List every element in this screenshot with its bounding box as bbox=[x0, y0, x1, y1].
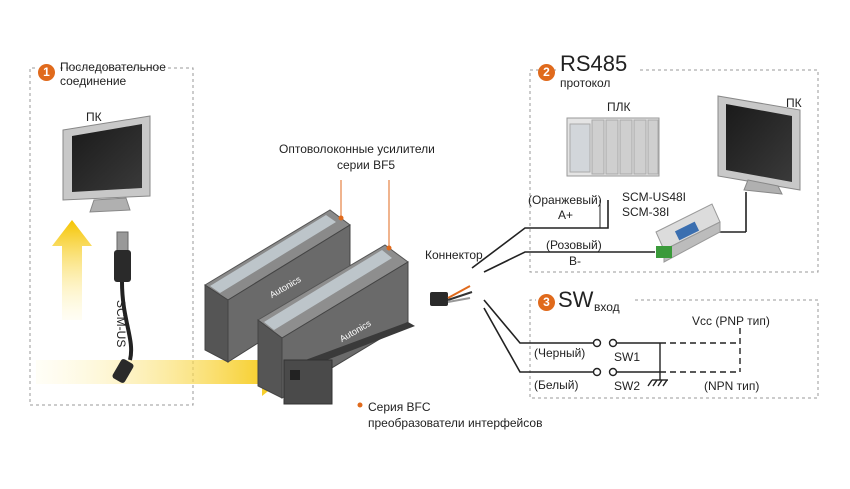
vcc-label: Vcc (PNP тип) bbox=[692, 314, 770, 328]
amplifier-leader-dot bbox=[338, 215, 344, 221]
wires bbox=[471, 200, 655, 373]
converter-label-line2: преобразователи интерфейсов bbox=[368, 416, 543, 430]
module-label-line1: SCM-US48I bbox=[622, 190, 687, 204]
scm-module-icon bbox=[655, 203, 721, 263]
sw-section-box bbox=[529, 299, 819, 399]
sw2-label: SW2 bbox=[614, 379, 641, 393]
scm-us-cable-label: SCM-US bbox=[114, 300, 128, 348]
connector-icon bbox=[430, 285, 473, 306]
sw-title: SW bbox=[558, 287, 594, 312]
serial-title-line2: соединение bbox=[60, 74, 127, 88]
amplifier-leader-dot-2 bbox=[386, 245, 392, 251]
orange-wire-label: (Оранжевый) bbox=[528, 193, 602, 207]
converter-body-icon bbox=[283, 359, 333, 405]
rs485-section-box bbox=[529, 69, 819, 273]
white-wire-label: (Белый) bbox=[534, 378, 579, 392]
black-wire-label: (Черный) bbox=[534, 346, 586, 360]
sw-switches bbox=[592, 338, 668, 387]
arrow-up-icon bbox=[52, 220, 92, 320]
converter-label-line1: Серия BFC bbox=[368, 400, 431, 414]
sw-dashed-lines bbox=[660, 328, 741, 373]
pc-right-monitor-icon bbox=[717, 95, 801, 195]
sw-number-badge: 3 bbox=[538, 294, 555, 311]
sw-subtitle: вход bbox=[594, 300, 620, 314]
serial-number-badge: 1 bbox=[38, 64, 55, 81]
plc-label: ПЛК bbox=[607, 100, 631, 114]
pink-wire-label: (Розовый) bbox=[546, 238, 602, 252]
rs485-title: RS485 bbox=[560, 51, 628, 76]
pc-left-monitor-icon bbox=[62, 115, 151, 213]
pc-left-label: ПК bbox=[86, 110, 102, 124]
module-label-line2: SCM-38I bbox=[622, 205, 670, 219]
plc-icon bbox=[566, 117, 660, 177]
converter-leader-dot bbox=[357, 402, 363, 408]
npn-label: (NPN тип) bbox=[704, 379, 760, 393]
connector-label: Коннектор bbox=[425, 248, 483, 262]
serial-section-box bbox=[29, 67, 194, 406]
rs485-number-badge: 2 bbox=[538, 64, 555, 81]
pc-right-label: ПК bbox=[786, 96, 802, 110]
serial-title-line1: Последовательное bbox=[60, 60, 166, 74]
a-plus-label: A+ bbox=[558, 208, 574, 222]
b-minus-label: B- bbox=[569, 254, 581, 268]
usb-cable-icon bbox=[112, 231, 134, 383]
sw1-label: SW1 bbox=[614, 350, 641, 364]
amplifiers-label-line2: серии BF5 bbox=[337, 158, 396, 172]
rs485-subtitle: протокол bbox=[560, 76, 611, 90]
arrow-right-icon bbox=[36, 348, 292, 396]
amplifiers-label-line1: Оптоволоконные усилители bbox=[279, 142, 435, 156]
